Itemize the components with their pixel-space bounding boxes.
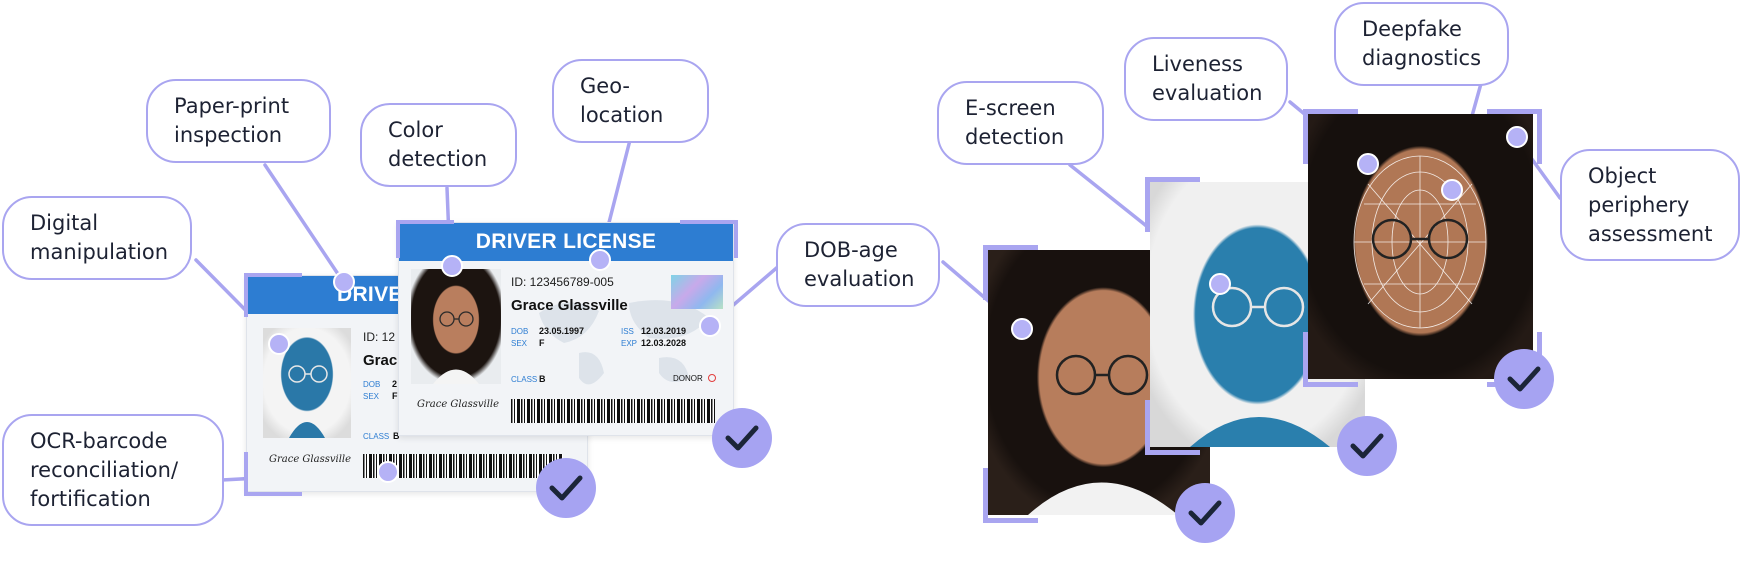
back-class-value: B: [393, 431, 400, 441]
face-mesh-overlay: [1353, 155, 1487, 329]
callout-digital-manipulation: Digital manipulation: [2, 196, 192, 280]
check-icon: [1188, 500, 1222, 526]
callout-dob-age: DOB-age evaluation: [776, 223, 940, 307]
face-photo-mesh: [1308, 114, 1533, 379]
face1-glasses-icon: [1028, 354, 1178, 515]
back-sex-value: F: [392, 391, 398, 401]
front-card-barcode: [511, 399, 715, 423]
dot-ocr-barcode: [377, 461, 399, 483]
front-class-value: B: [539, 374, 546, 384]
face3-bracket-tr: [1487, 109, 1542, 164]
back-class-label: CLASS: [363, 432, 390, 441]
front-donor-label: DONOR: [673, 374, 703, 383]
face3-check: [1494, 349, 1554, 409]
dot-dob-age: [699, 315, 721, 337]
back-sex-label: SEX: [363, 392, 380, 401]
front-iss-label: ISS: [621, 327, 634, 336]
dot-geo-location: [589, 249, 611, 271]
dot-e-screen: [1209, 273, 1231, 295]
back-card-bracket-tl: [244, 273, 302, 317]
dot-paper-print: [333, 271, 355, 293]
front-photo-glasses-icon: [433, 311, 479, 384]
back-card-bracket-bl: [244, 452, 302, 496]
dot-deepfake: [1441, 179, 1463, 201]
face3-bracket-bl: [1303, 332, 1358, 387]
back-card-signature: Grace Glassville: [269, 454, 352, 465]
front-sex-label: SEX: [511, 339, 528, 348]
front-card-header: DRIVER LICENSE: [399, 223, 733, 261]
callout-ocr-barcode: OCR-barcode reconciliation/ fortificatio…: [2, 414, 224, 526]
front-sex-value: F: [539, 338, 545, 348]
check-icon: [725, 425, 759, 451]
face2-bracket-bl: [1145, 400, 1200, 455]
front-dob-label: DOB: [511, 327, 529, 336]
front-card-name: Grace Glassville: [511, 297, 628, 314]
face2-check: [1337, 416, 1397, 476]
callout-deepfake: Deepfake diagnostics: [1334, 2, 1509, 86]
face1-check: [1175, 483, 1235, 543]
face1-bracket-tl: [983, 245, 1038, 300]
dot-object-periphery: [1506, 126, 1528, 148]
front-exp-value: 12.03.2028: [641, 338, 687, 348]
back-dob-label: DOB: [363, 380, 381, 389]
world-map-watermark: [539, 300, 709, 385]
callout-liveness: Liveness evaluation: [1124, 37, 1288, 121]
front-dob-value: 23.05.1997: [539, 326, 585, 336]
face1-bracket-bl: [983, 468, 1038, 523]
back-photo-glasses-icon: [288, 365, 328, 438]
face2-glasses-icon: [1190, 286, 1330, 447]
check-icon: [1350, 433, 1384, 459]
front-card-photo: [411, 269, 501, 384]
dot-digital-manipulation: [268, 333, 290, 355]
front-exp-label: EXP: [621, 339, 638, 348]
dot-color-detection: [441, 255, 463, 277]
front-iss-value: 12.03.2019: [641, 326, 687, 336]
front-card-bracket-tl: [396, 220, 454, 258]
dot-dob-face: [1011, 318, 1033, 340]
callout-paper-print: Paper-print inspection: [146, 79, 331, 163]
check-icon: [549, 475, 583, 501]
callout-object-periphery: Object periphery assessment: [1560, 149, 1740, 261]
callout-color-detection: Color detection: [360, 103, 517, 187]
back-card-name: Grac: [363, 352, 398, 369]
front-card-id: ID: 123456789-005: [511, 275, 614, 289]
callout-e-screen: E-screen detection: [937, 81, 1104, 165]
face3-bracket-tl: [1303, 109, 1358, 164]
back-card-id: ID: 12: [363, 330, 396, 344]
front-card-title: DRIVER LICENSE: [475, 230, 657, 253]
front-class-label: CLASS: [511, 375, 538, 384]
hologram-icon: [671, 275, 723, 309]
front-card-bracket-tr: [680, 220, 738, 258]
face2-bracket-tl: [1145, 177, 1200, 232]
back-card-check: [536, 458, 596, 518]
dot-liveness: [1357, 153, 1379, 175]
front-card-signature: Grace Glassville: [417, 399, 500, 410]
front-card-check: [712, 408, 772, 468]
check-icon: [1507, 366, 1541, 392]
callout-geo-location: Geo- location: [552, 59, 709, 143]
back-dob-value: 2: [392, 379, 398, 389]
donor-heart-icon: [708, 374, 716, 382]
